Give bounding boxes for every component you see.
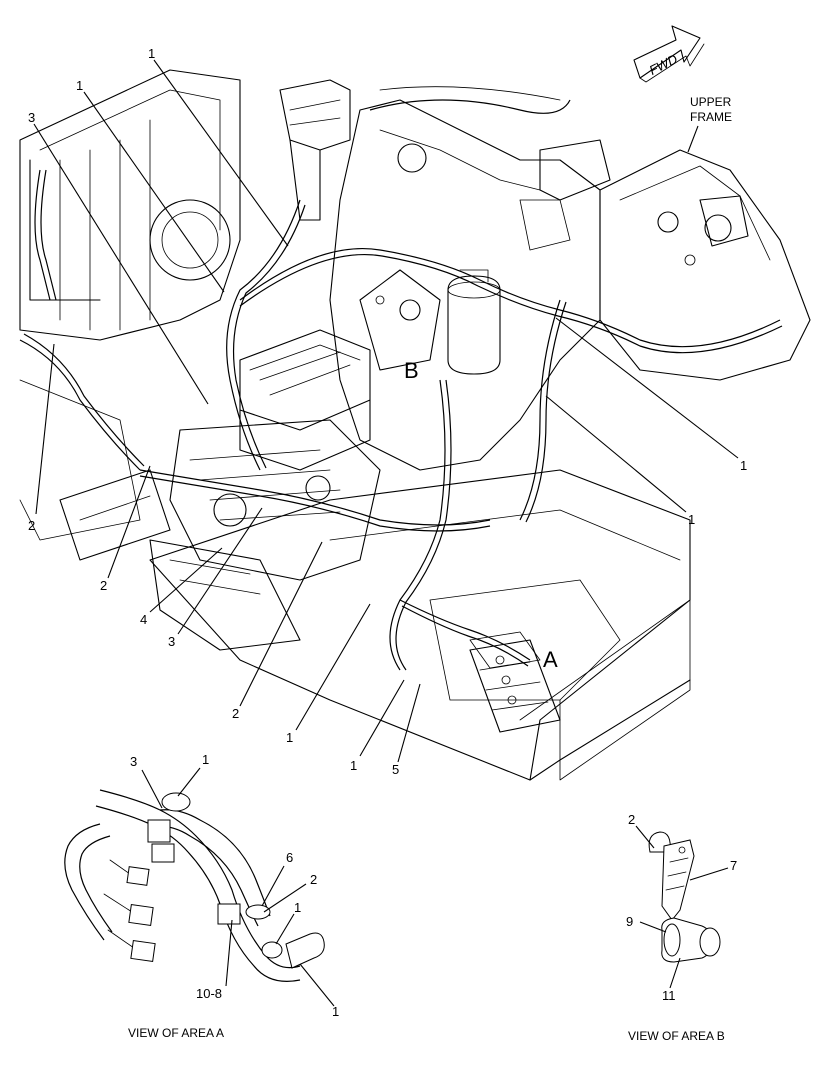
upper-frame-label-1: UPPER xyxy=(690,95,732,109)
view-area-a-detail xyxy=(64,767,335,1007)
fwd-label: FWD xyxy=(647,51,680,78)
view-a-callout-1-top: 1 xyxy=(202,752,209,767)
view-a-callout-10-8: 10-8 xyxy=(196,986,222,1001)
callout-1-upper-left: 1 xyxy=(76,78,83,93)
view-a-caption: VIEW OF AREA A xyxy=(128,1026,224,1040)
callout-1-bottom: 1 xyxy=(286,730,293,745)
callout-3-upper-left: 3 xyxy=(28,110,35,125)
view-b-caption: VIEW OF AREA B xyxy=(628,1029,725,1043)
callout-2-lower-left: 2 xyxy=(100,578,107,593)
fwd-arrow-icon: FWD xyxy=(633,25,705,83)
view-a-callout-1-mid: 1 xyxy=(294,900,301,915)
callout-2-left: 2 xyxy=(28,518,35,533)
callout-leaders xyxy=(33,59,739,763)
callout-3-lower: 3 xyxy=(168,634,175,649)
callout-1-bottom-right: 1 xyxy=(350,758,357,773)
upper-frame-leader xyxy=(687,125,699,153)
area-b-label: B xyxy=(404,358,419,383)
callout-4: 4 xyxy=(140,612,147,627)
upper-frame-label-2: FRAME xyxy=(690,110,732,124)
callout-1-right: 1 xyxy=(740,458,747,473)
harness-routing xyxy=(19,86,783,671)
callout-1-top: 1 xyxy=(148,46,155,61)
view-b-callout-7: 7 xyxy=(730,858,737,873)
view-b-callout-9: 9 xyxy=(626,914,633,929)
machine-frame-artwork xyxy=(19,69,811,781)
view-a-callout-6: 6 xyxy=(286,850,293,865)
callout-1-right-lower: 1 xyxy=(688,512,695,527)
callout-2-bottom: 2 xyxy=(232,706,239,721)
view-a-callout-3: 3 xyxy=(130,754,137,769)
area-a-label: A xyxy=(543,647,558,672)
view-area-b-detail xyxy=(635,825,729,989)
callout-5: 5 xyxy=(392,762,399,777)
view-a-callout-2: 2 xyxy=(310,872,317,887)
view-b-callout-2: 2 xyxy=(628,812,635,827)
view-b-callout-11: 11 xyxy=(662,988,676,1003)
view-a-callout-1-bottom: 1 xyxy=(332,1004,339,1019)
